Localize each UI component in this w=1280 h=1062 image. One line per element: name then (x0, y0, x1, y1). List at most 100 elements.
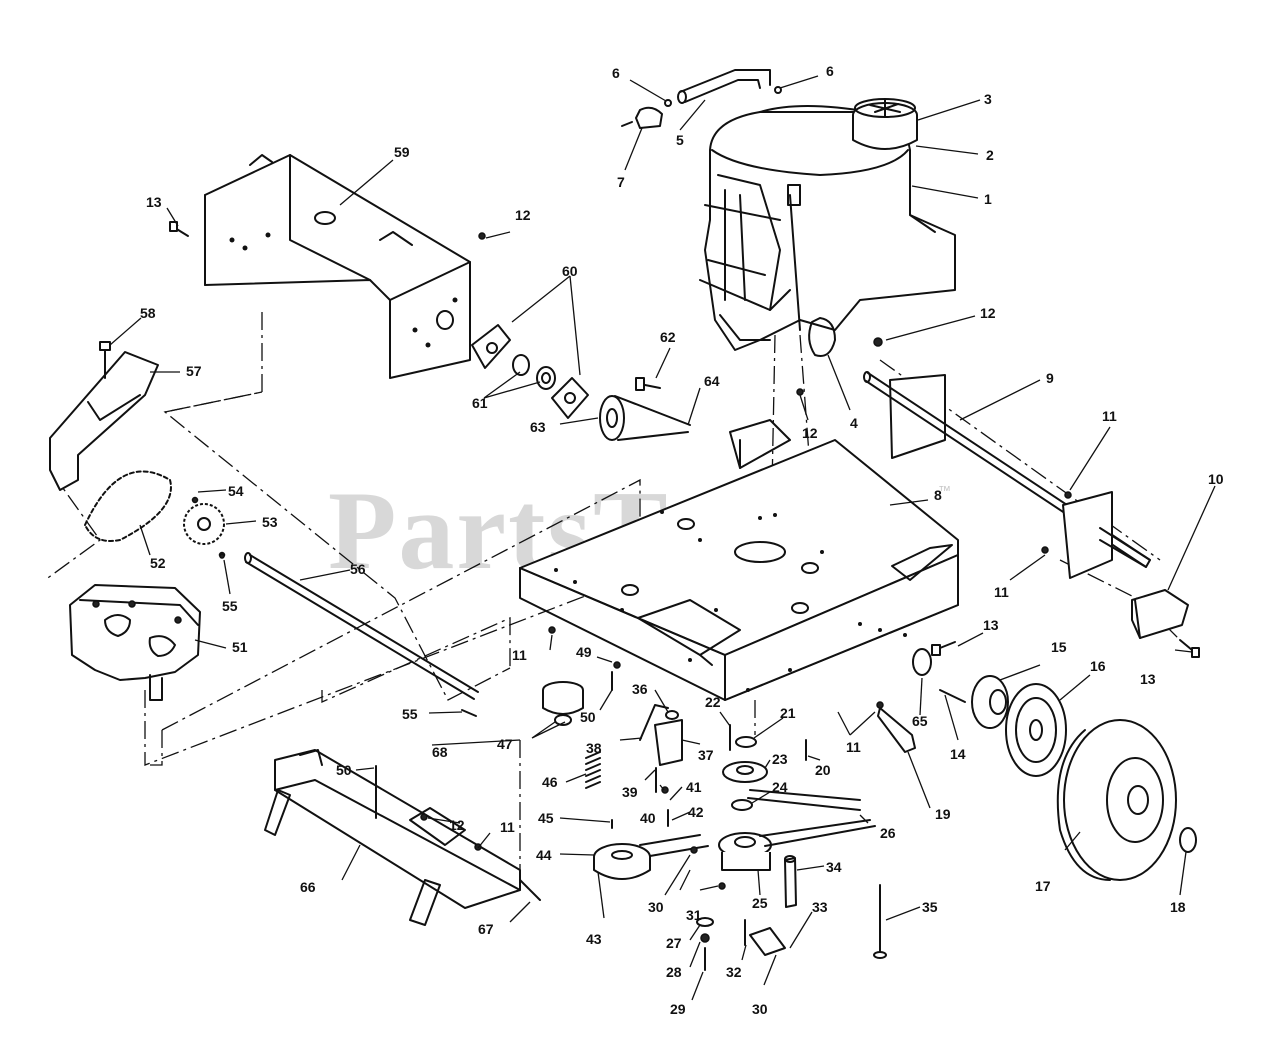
nut-28 (700, 933, 710, 943)
callout-24: 24 (772, 779, 788, 795)
callout-44: 44 (536, 847, 552, 863)
callout-11d: 11 (846, 739, 861, 755)
nut-12-engine (873, 337, 883, 347)
clutch-pulley-assembly (718, 736, 876, 871)
nut-11a (1064, 491, 1072, 499)
callout-11c: 11 (512, 647, 527, 663)
nut-11b (1041, 546, 1049, 554)
axle-bracket (1131, 589, 1189, 639)
callout-47: 47 (497, 736, 513, 752)
rear-wheel-tire (1056, 719, 1177, 881)
nut-12-guard (478, 232, 486, 240)
callout-20: 20 (815, 762, 831, 778)
front-bracket (264, 749, 521, 926)
fuel-hose (664, 69, 782, 107)
callout-50a: 50 (580, 709, 596, 725)
callout-26: 26 (880, 825, 896, 841)
callout-40: 40 (640, 810, 656, 826)
callout-61: 61 (472, 395, 488, 411)
wheel-hub (971, 675, 1009, 729)
callout-46: 46 (542, 774, 558, 790)
callout-49: 49 (576, 644, 592, 660)
hex-bolt-62 (635, 377, 661, 391)
callout-43: 43 (586, 931, 602, 947)
callout-12c: 12 (449, 817, 465, 833)
callout-37: 37 (698, 747, 714, 763)
bolt-58 (99, 341, 111, 379)
callout-33: 33 (812, 899, 828, 915)
callout-2: 2 (986, 147, 994, 163)
drive-shaft (244, 552, 479, 700)
callout-59: 59 (394, 144, 410, 160)
bolt-14 (939, 689, 966, 703)
callout-39: 39 (622, 784, 638, 800)
nut-12-mount (796, 388, 804, 396)
callout-32: 32 (726, 964, 742, 980)
callout-8: 8 (934, 487, 942, 503)
callout-30a: 30 (648, 899, 664, 915)
callout-53: 53 (262, 514, 278, 530)
callout-12b: 12 (802, 425, 818, 441)
callout-41: 41 (686, 779, 702, 795)
callout-34: 34 (826, 859, 842, 875)
callout-64: 64 (704, 373, 720, 389)
callout-5: 5 (676, 132, 684, 148)
callout-21: 21 (780, 705, 796, 721)
callout-23: 23 (772, 751, 788, 767)
callout-57: 57 (186, 363, 202, 379)
air-cleaner (852, 98, 918, 150)
callout-67: 67 (478, 921, 494, 937)
callout-66: 66 (300, 879, 316, 895)
watermark-trademark: ™ (938, 483, 951, 498)
fuel-shutoff-valve (621, 106, 663, 129)
callout-38: 38 (586, 740, 602, 756)
callout-4: 4 (850, 415, 858, 431)
pulley-47 (542, 681, 584, 726)
callout-labels: 1 2 3 4 5 6 6 7 8 9 10 11 11 11 11 11 12… (140, 63, 1224, 1017)
spring-46 (585, 751, 601, 789)
nut-49 (613, 661, 621, 669)
bracket-36-38 (639, 704, 683, 766)
carriage-bolt-35 (873, 884, 887, 959)
bolt-13-frame (931, 641, 956, 656)
callout-11b: 11 (994, 584, 1009, 600)
callout-30b: 30 (752, 1001, 768, 1017)
callout-36: 36 (632, 681, 648, 697)
bolt-13-left (169, 221, 189, 237)
callout-22: 22 (705, 694, 721, 710)
callout-12d: 12 (515, 207, 531, 223)
callout-13b: 13 (1140, 671, 1156, 687)
callout-11e: 11 (500, 819, 515, 835)
callout-16: 16 (1090, 658, 1106, 674)
callout-10: 10 (1208, 471, 1224, 487)
set-screw-55 (219, 553, 225, 559)
callout-54: 54 (228, 483, 244, 499)
callout-9: 9 (1046, 370, 1054, 386)
callout-28: 28 (666, 964, 682, 980)
callout-6a: 6 (612, 65, 620, 81)
nut-11-deck (548, 626, 556, 634)
callout-13a: 13 (983, 617, 999, 633)
engine (699, 105, 956, 357)
callout-42: 42 (688, 804, 704, 820)
callout-60: 60 (562, 263, 578, 279)
callout-65: 65 (912, 713, 928, 729)
idler-arm (749, 855, 797, 956)
callout-62: 62 (660, 329, 676, 345)
callout-31: 31 (686, 907, 702, 923)
callout-15: 15 (1051, 639, 1067, 655)
callout-7: 7 (617, 174, 625, 190)
callout-19: 19 (935, 806, 951, 822)
flange-bearings (471, 324, 589, 419)
brake-arm (877, 707, 916, 753)
idler-pulley-44 (593, 834, 709, 880)
main-frame (519, 419, 959, 701)
rear-axle (863, 371, 1151, 579)
callout-35: 35 (922, 899, 938, 915)
wheel-pulley (1005, 683, 1067, 777)
callout-13c: 13 (146, 194, 162, 210)
callout-55a: 55 (222, 598, 238, 614)
callout-50b: 50 (336, 762, 352, 778)
chain-guard (49, 351, 159, 491)
